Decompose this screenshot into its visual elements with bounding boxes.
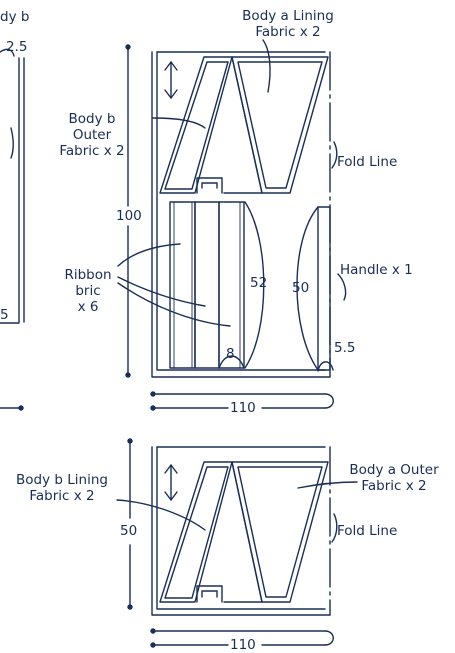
leader-handle bbox=[337, 273, 347, 301]
body-b-lining-label: Body b Lining Fabric x 2 bbox=[16, 472, 108, 504]
dim-5-5-label: 5.5 bbox=[334, 340, 356, 356]
body-a-lining-label: Body a Lining Fabric x 2 bbox=[242, 8, 334, 40]
left-panel bbox=[0, 48, 25, 411]
dim-52-label: 52 bbox=[250, 275, 268, 291]
body-a-outer-piece-inner bbox=[237, 466, 323, 598]
body-b-lining-leg-inner bbox=[164, 466, 229, 599]
dim2-110-curve bbox=[324, 630, 334, 646]
body-a-piece bbox=[231, 56, 329, 194]
body-b-lining-notch bbox=[196, 585, 223, 603]
leader-body-b-lining bbox=[116, 499, 206, 531]
dim-50-curve bbox=[296, 206, 319, 371]
ribbon-strip-3 bbox=[218, 201, 245, 369]
dim-50-dot-top bbox=[127, 438, 133, 444]
dim-8-curve bbox=[218, 355, 245, 369]
leader-ribbon-1 bbox=[117, 243, 181, 267]
leader-body-a-outer bbox=[297, 481, 358, 489]
dim-110-label: 110 bbox=[230, 400, 256, 416]
dim-100-dot-top bbox=[125, 44, 131, 50]
dim2-110-label: 110 bbox=[230, 637, 256, 653]
fold-line-label-2: Fold Line bbox=[337, 523, 398, 539]
dim-110-dot-b bbox=[150, 405, 156, 411]
fold-line-label: Fold Line bbox=[337, 154, 398, 170]
body-a-outer-piece bbox=[231, 461, 329, 603]
fabric-outline-inner bbox=[156, 51, 326, 371]
leader-ribbon-2 bbox=[117, 276, 206, 307]
left-leader bbox=[10, 127, 14, 159]
left-dim-2-5: 2.5 bbox=[6, 39, 28, 55]
fabric2-outline-outer bbox=[151, 446, 331, 616]
left-curve-top bbox=[0, 48, 15, 57]
body-b-notch bbox=[196, 177, 223, 194]
leader-body-b-outer bbox=[152, 117, 206, 129]
dim2-110-dot-b bbox=[150, 642, 156, 648]
dim-50-bottom-label: 50 bbox=[118, 523, 140, 539]
bottom-panel bbox=[116, 438, 358, 648]
body-b-left-leg-inner bbox=[164, 61, 229, 190]
dim2-110-dot-a bbox=[150, 628, 156, 634]
dim-110-curve bbox=[324, 393, 334, 409]
leader-body-a-lining bbox=[262, 39, 271, 93]
dim-5-5-curve bbox=[317, 361, 334, 372]
dim-100-label: 100 bbox=[114, 208, 144, 224]
leader-ribbon-3 bbox=[117, 282, 231, 327]
dim-50-dot-bottom bbox=[127, 604, 133, 610]
ribbon-label: Ribbon bric x 6 bbox=[64, 267, 112, 315]
top-panel bbox=[117, 39, 347, 411]
handle-label: Handle x 1 bbox=[340, 262, 413, 278]
left-panel-title: dy b bbox=[0, 9, 30, 25]
dim-50-label: 50 bbox=[292, 280, 310, 296]
dim-100-dot-bottom bbox=[125, 372, 131, 378]
body-a-outer-label: Body a Outer Fabric x 2 bbox=[349, 462, 439, 494]
leader-fold-line bbox=[331, 141, 338, 169]
double-arrow-icon bbox=[164, 61, 178, 99]
left-dim-5: 5 bbox=[0, 307, 9, 323]
handle-piece bbox=[317, 206, 331, 371]
dim-110-dot-a bbox=[150, 391, 156, 397]
fabric-outline-outer bbox=[151, 51, 331, 378]
fabric2-outline-inner bbox=[156, 446, 326, 610]
dim-8-label: 8 bbox=[226, 346, 235, 362]
double-arrow-icon bbox=[164, 464, 178, 501]
body-b-lining-notch-inner bbox=[201, 590, 218, 598]
body-b-outer-label: Body b Outer Fabric x 2 bbox=[59, 111, 125, 159]
body-a-piece-inner bbox=[237, 61, 323, 189]
dim-52-curve bbox=[244, 201, 265, 369]
body-b-notch-inner bbox=[201, 182, 218, 189]
left-dim-dot bbox=[18, 405, 24, 411]
leader-fold-line-2 bbox=[331, 513, 338, 543]
